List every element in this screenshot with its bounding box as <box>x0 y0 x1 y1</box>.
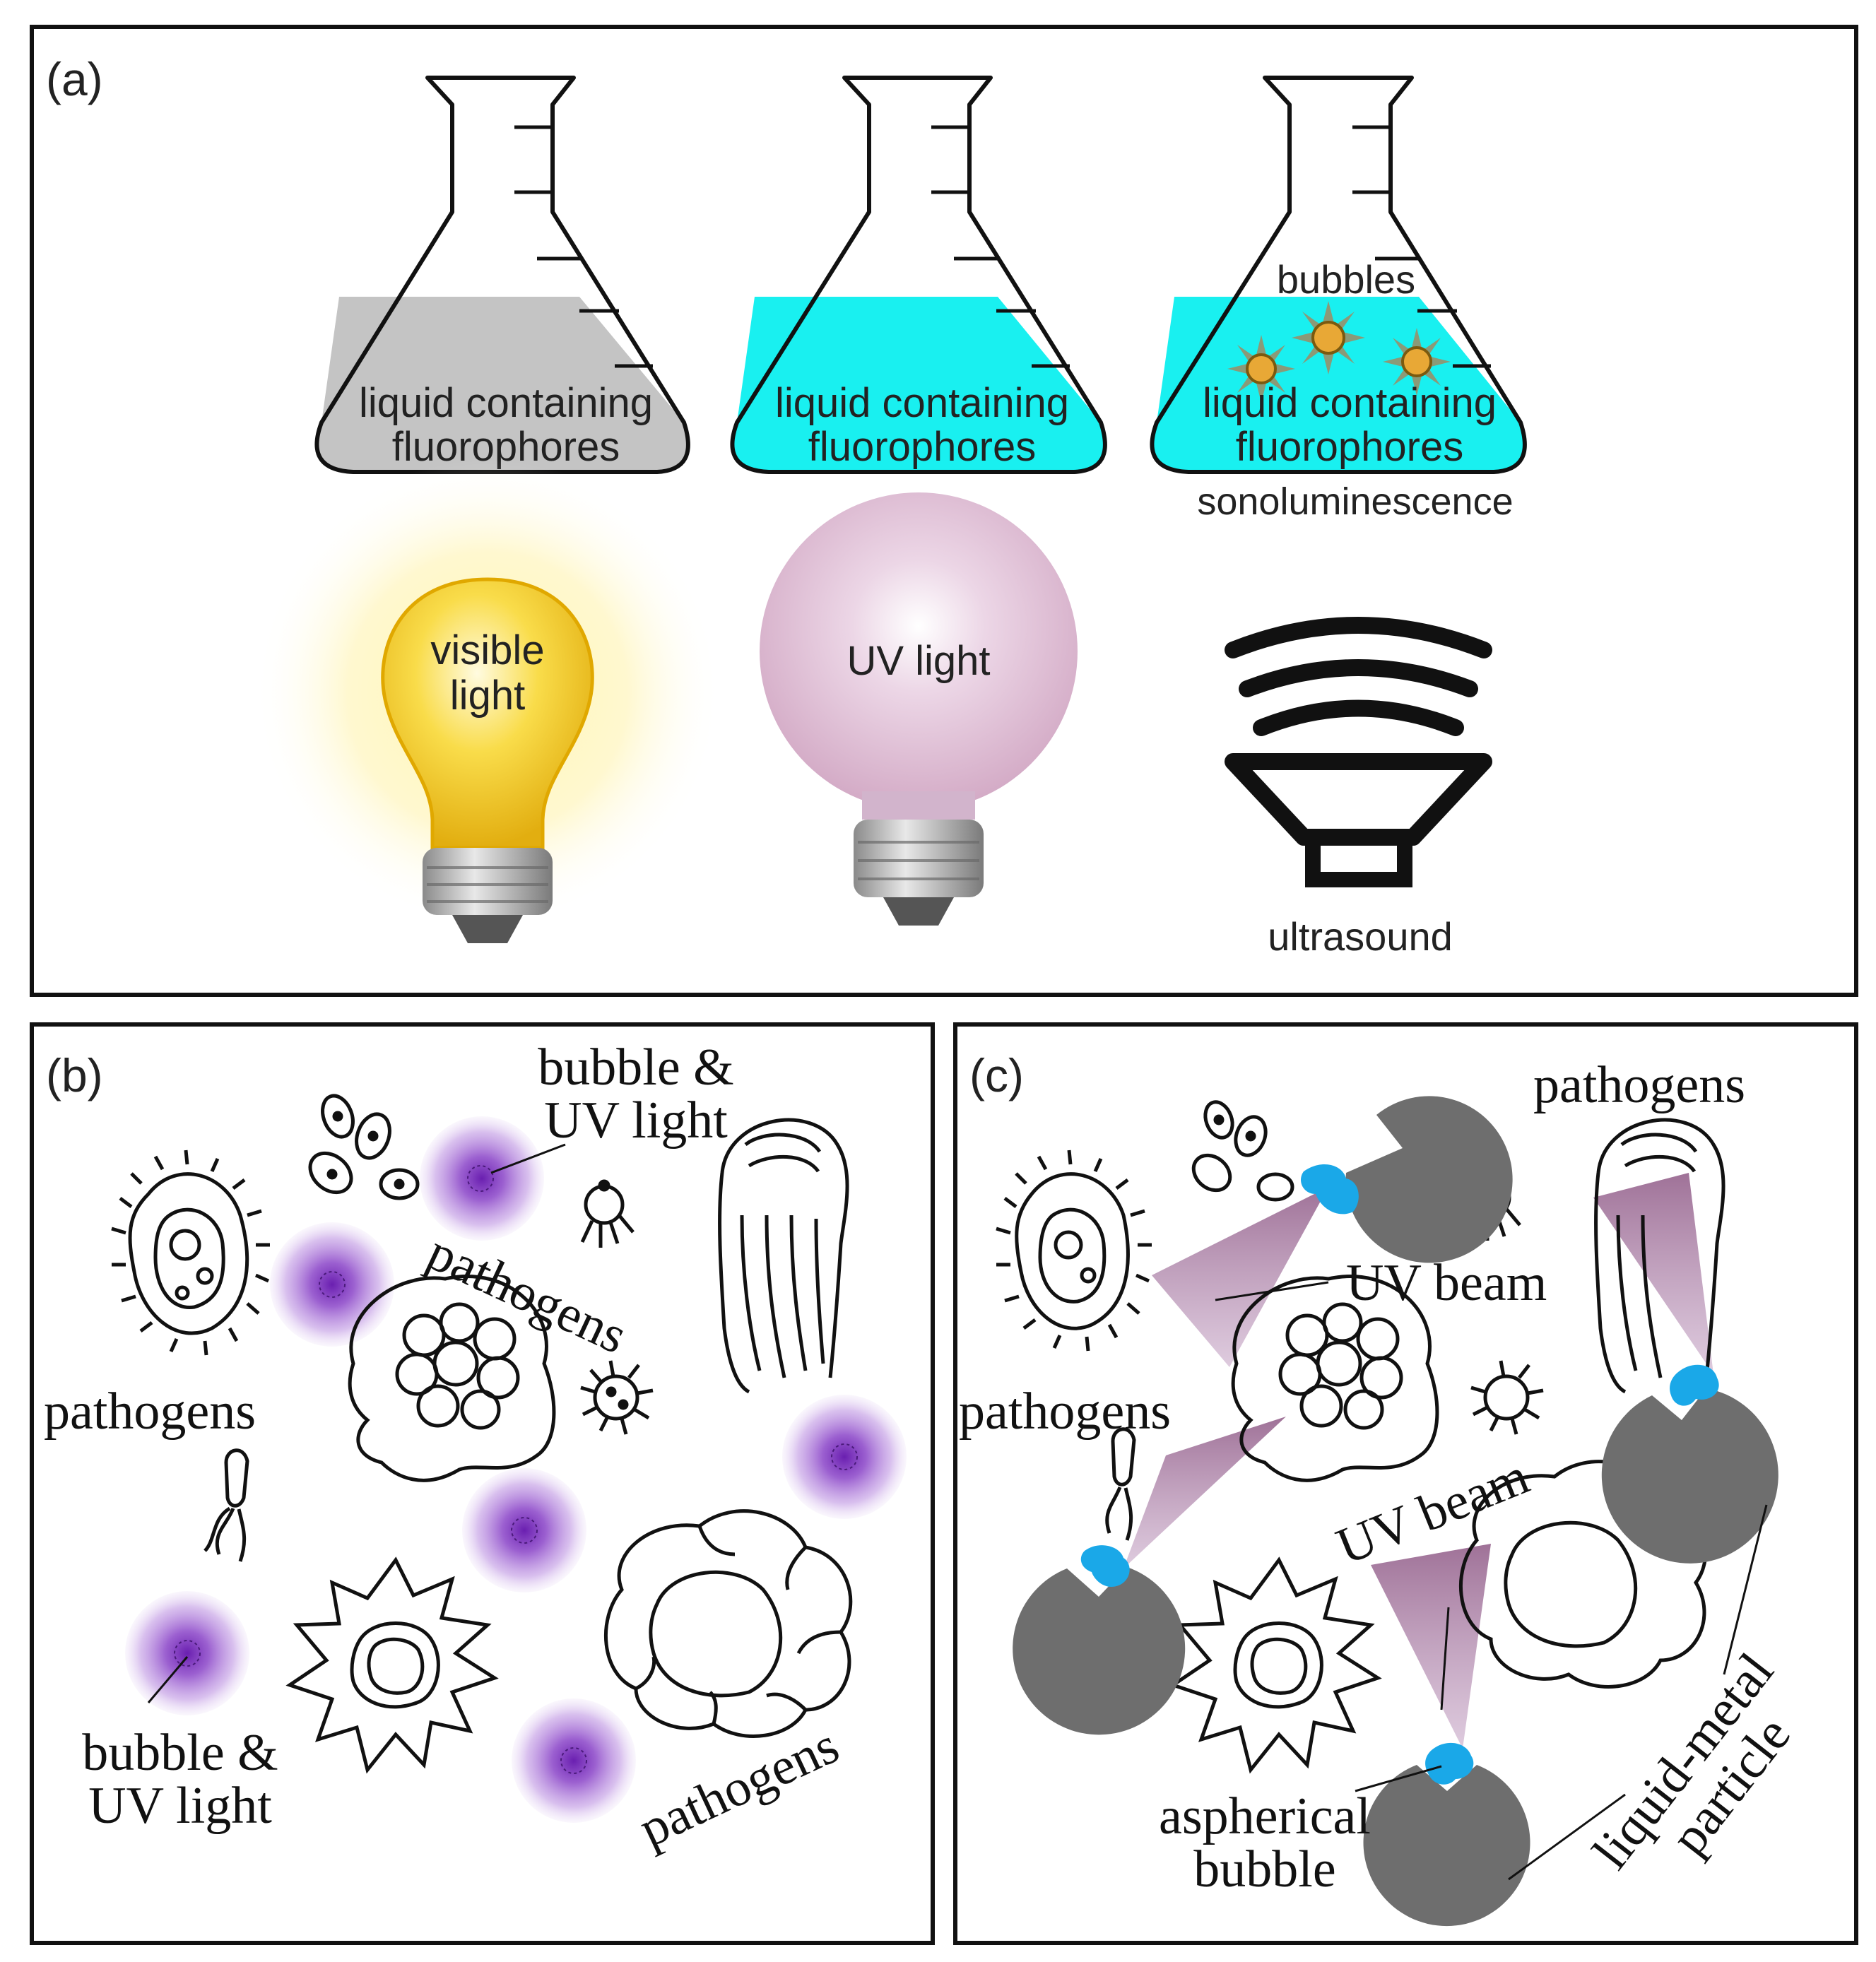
flask-sono-liquid <box>1151 297 1526 470</box>
uv-beam <box>1123 1417 1286 1568</box>
uv-bubble-glow <box>512 1698 636 1823</box>
visible-light-bulb: visible light <box>254 459 721 943</box>
spiky-cell-icon <box>1169 1556 1382 1774</box>
bubbles-label: bubbles <box>1277 257 1415 302</box>
leader-line <box>1215 1281 1329 1301</box>
ultrasound-label: ultrasound <box>1268 914 1453 959</box>
cell-cluster-icon <box>603 1509 853 1738</box>
panel-b: (b) <box>30 1022 935 1945</box>
leader-line <box>147 1656 189 1703</box>
pathogen-cluster-icon <box>308 1094 420 1200</box>
virus-bug-icon <box>580 1360 654 1435</box>
visible-bulb-base <box>423 848 553 915</box>
flask-gray-line1: liquid containing <box>359 380 653 426</box>
flask-sono-outline <box>1150 76 1527 474</box>
panel-b-label: (b) <box>46 1049 103 1101</box>
jellyfish-pathogen-icon <box>718 1118 849 1394</box>
panel-a-label: (a) <box>46 53 103 105</box>
flagellate-icon <box>203 1448 249 1562</box>
flask-gray-liquid <box>316 297 689 470</box>
visible-line2: light <box>450 673 525 719</box>
panel-c-label: (c) <box>969 1049 1024 1101</box>
spiky-bacterium-icon <box>111 1150 270 1356</box>
uv-bulb-glass <box>760 492 1078 810</box>
bubble-uv-top-line1: bubble & <box>538 1039 733 1097</box>
leader-line <box>1440 1607 1450 1710</box>
flask-cyan-liquid <box>731 297 1106 470</box>
bubble-uv-bottom-line2: UV light <box>88 1777 272 1835</box>
uv-light-bulb: UV light <box>760 492 1078 926</box>
leader-line <box>1355 1765 1442 1792</box>
amoeba-cluster-icon <box>348 1275 556 1482</box>
sono-bubble-2 <box>1292 301 1365 374</box>
liquid-metal-particle <box>1601 1364 1778 1564</box>
liquid-metal-particle <box>1363 1742 1530 1927</box>
aspherical-line2: bubble <box>1193 1840 1335 1898</box>
liquid-metal-particle <box>1013 1545 1186 1735</box>
virus-bug-icon <box>1470 1360 1544 1435</box>
leader-line <box>1723 1504 1768 1675</box>
flask-cyan-line2: fluorophores <box>808 424 1036 470</box>
uv-bulb-base <box>854 820 984 897</box>
ultrasound-speaker-icon <box>1225 617 1492 887</box>
pathogens-left-label: pathogens <box>44 1383 256 1441</box>
pathogen-cluster-icon <box>1191 1100 1294 1202</box>
uv-bubble-glow <box>270 1222 394 1347</box>
jellyfish-pathogen-icon <box>1594 1118 1725 1394</box>
sono-bubble-1 <box>1227 335 1295 403</box>
liquid-metal-particle <box>1301 1096 1513 1263</box>
flask-cyan: liquid containing fluorophores <box>730 76 1107 474</box>
flask-cyan-outline <box>730 76 1107 474</box>
uv-bulb-tip <box>883 897 954 926</box>
uv-label: UV light <box>846 638 990 684</box>
pathogens-left-label: pathogens <box>959 1383 1171 1441</box>
flask-sono-line2: fluorophores <box>1236 424 1463 470</box>
flask-sono: bubbles liquid containing fluorophores s… <box>1150 76 1527 523</box>
cell-cluster-icon <box>1458 1460 1708 1689</box>
flagellate-icon <box>1105 1427 1136 1541</box>
leader-line <box>1508 1793 1626 1881</box>
uv-bubble-glow <box>420 1116 544 1241</box>
flask-sono-line1: liquid containing <box>1203 380 1497 426</box>
aspherical-line1: aspherical <box>1159 1787 1371 1845</box>
sono-bubble-3 <box>1383 328 1451 396</box>
uv-beam <box>1593 1173 1713 1374</box>
uv-beam <box>1152 1187 1328 1367</box>
bubble-uv-top-line2: UV light <box>544 1092 728 1150</box>
visible-bulb-tip <box>452 915 523 943</box>
uv-bubble-glow <box>125 1591 249 1715</box>
uv-bubble-glow <box>462 1468 586 1592</box>
flask-gray: liquid containing fluorophores <box>314 76 690 474</box>
sonoluminescence-label: sonoluminescence <box>1197 480 1513 523</box>
uv-bulb-neck <box>862 791 975 820</box>
spiky-cell-icon <box>285 1556 499 1774</box>
uv-bubble-glow <box>782 1395 907 1519</box>
leader-line <box>490 1143 566 1174</box>
pathogens-top-label: pathogens <box>1533 1056 1745 1114</box>
flask-cyan-line1: liquid containing <box>775 380 1069 426</box>
panel-a: (a) liquid containing fluorophores <box>30 25 1858 997</box>
uv-beam-top-label: UV beam <box>1346 1254 1547 1312</box>
tick-bug-icon <box>580 1179 635 1248</box>
visible-line1: visible <box>430 627 544 673</box>
amoeba-cluster-icon <box>1231 1275 1439 1482</box>
panel-c: (c) <box>953 1022 1858 1945</box>
spiky-bacterium-icon <box>996 1150 1152 1352</box>
bubble-uv-bottom-line1: bubble & <box>82 1724 278 1782</box>
